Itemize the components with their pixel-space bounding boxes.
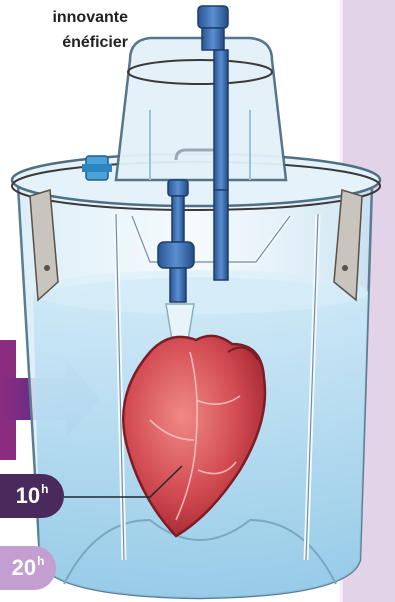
side-port [82,156,112,180]
badge-10-value: 10 [16,483,40,509]
badge-20-value: 20 [12,555,36,581]
badge-20-unit: h [37,554,44,568]
container-lid [116,38,286,180]
badge-10-unit: h [41,482,48,496]
